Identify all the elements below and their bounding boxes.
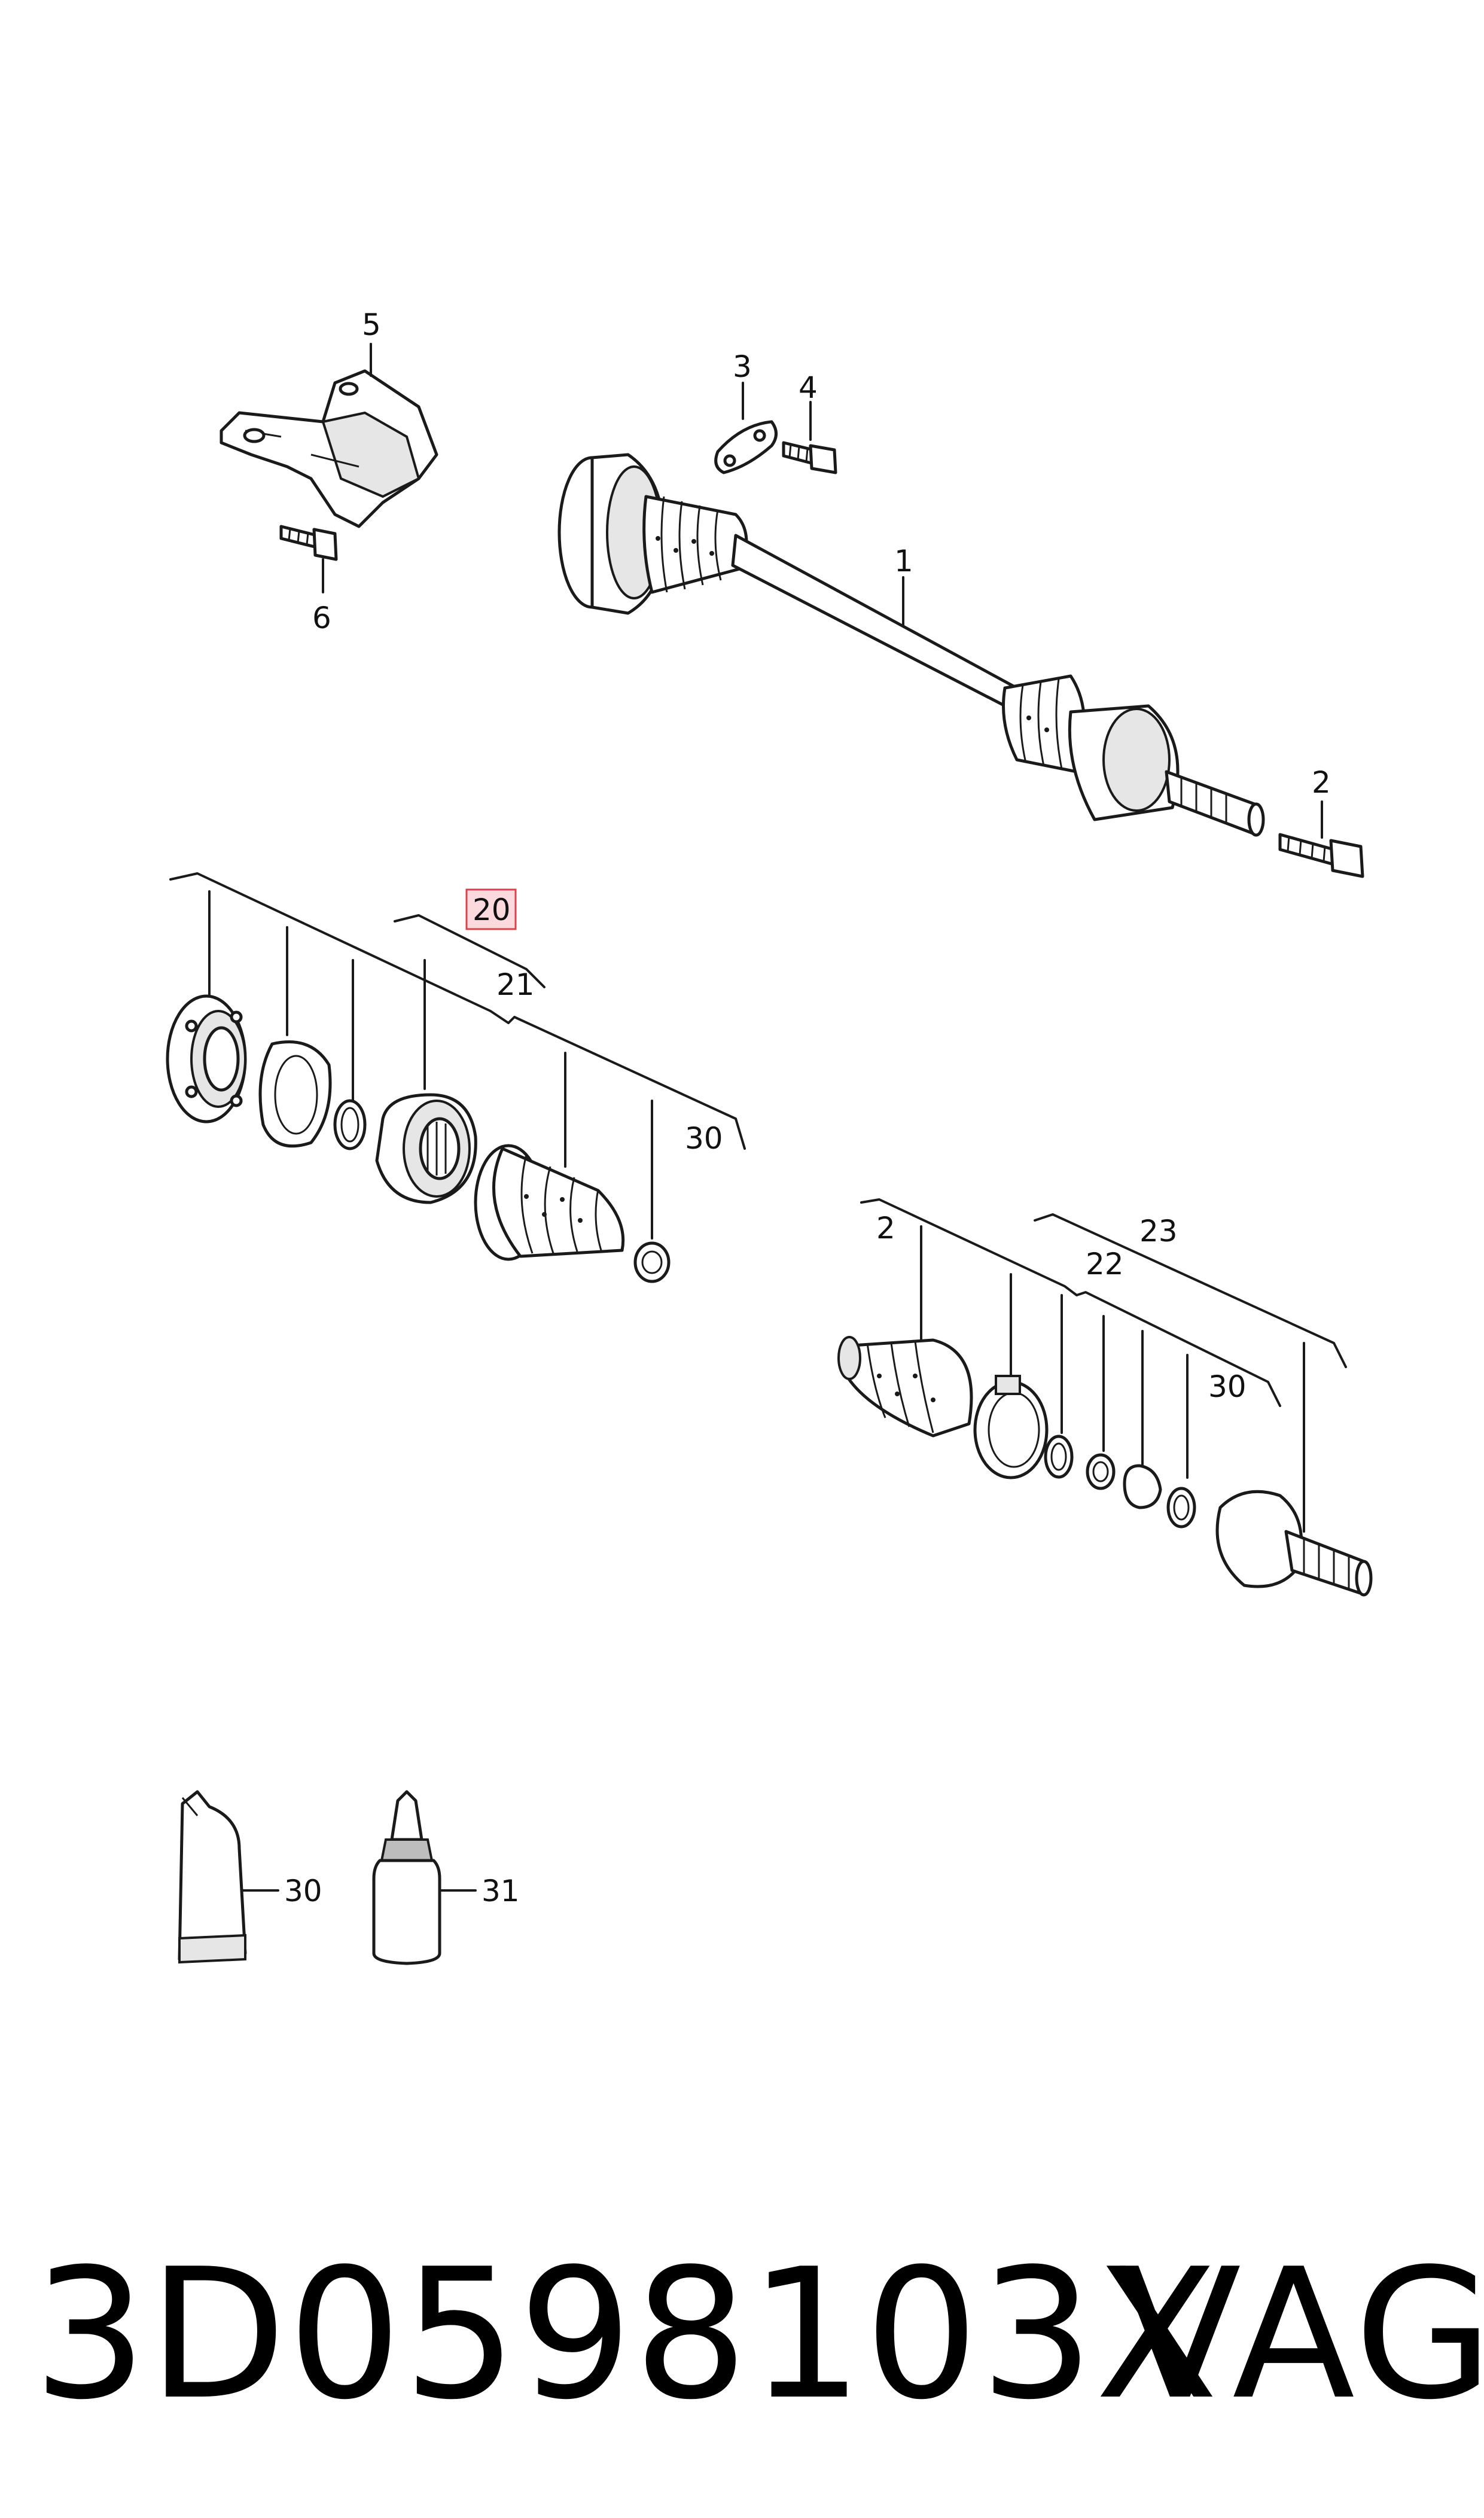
callout-30b: 30 (1208, 1369, 1247, 1404)
callout-22: 22 (1086, 1247, 1124, 1281)
callout-4: 4 (799, 370, 818, 405)
inner-boot (474, 1144, 625, 1261)
heat-shield-bracket (220, 369, 438, 528)
bolt-4 (782, 441, 837, 474)
callout-3: 3 (733, 349, 752, 384)
clamp-band (973, 1375, 1049, 1479)
gasket (258, 1040, 332, 1148)
snap-ring-outer (1044, 1435, 1074, 1479)
callout-1: 1 (894, 544, 913, 578)
inner-cv-joint (375, 1093, 477, 1204)
dished-washer (1123, 1464, 1162, 1509)
boot-clamp-inner (633, 1241, 671, 1283)
bolt-6 (279, 525, 338, 561)
outer-boot (837, 1336, 973, 1438)
drive-shaft-assembly (557, 453, 1265, 837)
callout-21: 21 (496, 967, 535, 1002)
callout-23: 23 (1139, 1214, 1178, 1249)
callout-31: 31 (482, 1874, 520, 1908)
highlight-box-20 (465, 888, 517, 930)
callout-20: 20 (473, 893, 511, 927)
callout-30c: 30 (284, 1874, 322, 1908)
callout-5: 5 (362, 307, 381, 342)
circlip-outer (1166, 1487, 1196, 1529)
callout-30a: 30 (685, 1121, 723, 1156)
callout-6: 6 (312, 601, 331, 635)
sealant-bottle (372, 1790, 441, 1965)
callout-2b: 2 (876, 1211, 895, 1246)
outer-cv-joint (1215, 1490, 1373, 1597)
spacer-ring (1086, 1453, 1116, 1490)
bolt-2 (1278, 833, 1364, 878)
grease-tube (178, 1790, 247, 1964)
flange-ring (166, 994, 247, 1123)
circlip-inner (333, 1099, 367, 1150)
part-number-label: 3D0598103X (33, 2230, 1220, 2439)
lock-plate-3 (714, 420, 778, 474)
callout-2: 2 (1312, 765, 1331, 800)
brand-label: VAG (1119, 2230, 1484, 2439)
